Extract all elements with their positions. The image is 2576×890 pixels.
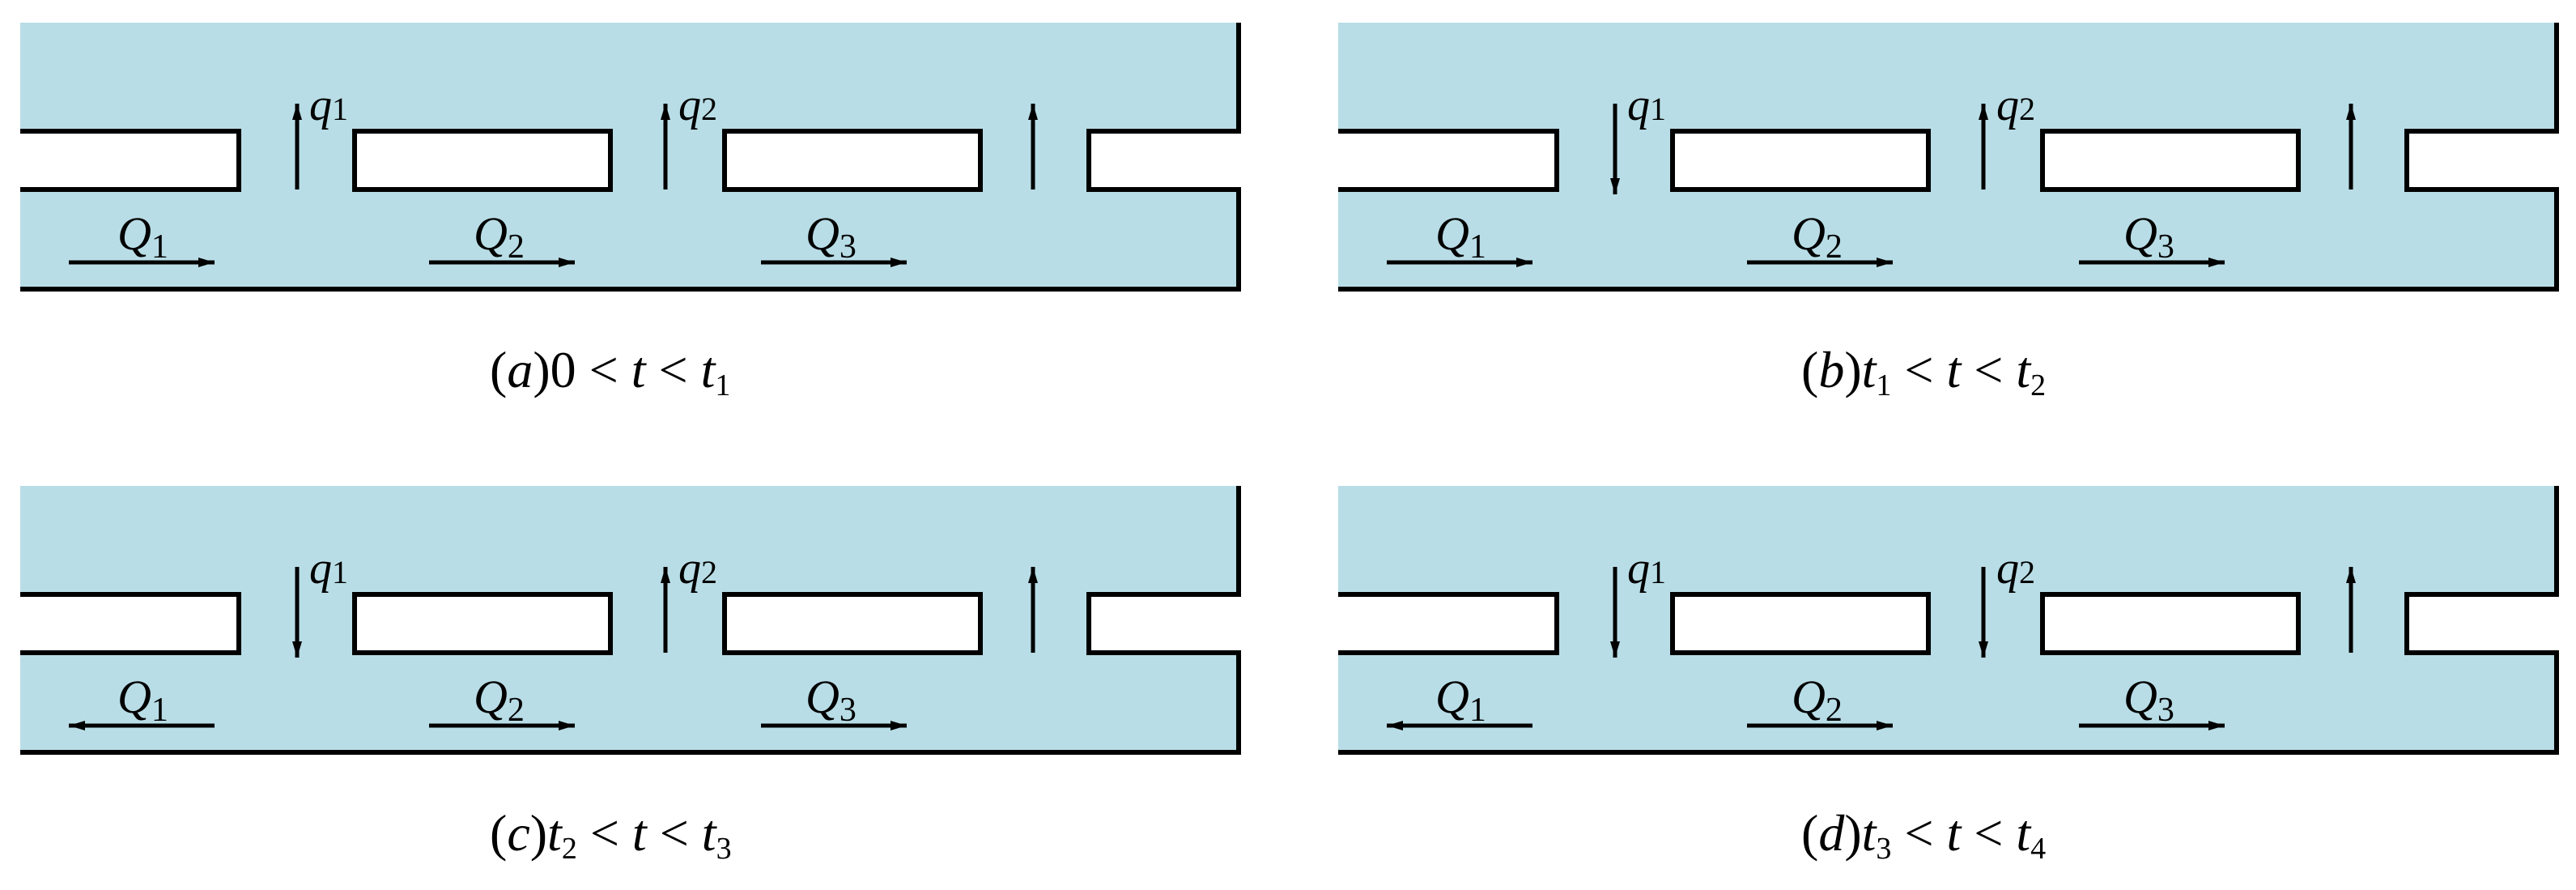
right-stub	[2407, 134, 2557, 189]
right-stub	[1089, 597, 1239, 653]
caption-b: (b)t1 < t < t2	[1801, 341, 2047, 402]
left-stub	[1338, 134, 1557, 189]
block-2-outline	[722, 129, 983, 192]
block-1-outline	[352, 129, 613, 192]
block-1	[355, 594, 610, 653]
left-stub-outline	[20, 592, 241, 655]
block-2	[725, 594, 980, 653]
caption-c: (c)t2 < t < t3	[490, 804, 732, 866]
block-1-outline	[1670, 129, 1931, 192]
caption-d: (d)t3 < t < t4	[1801, 804, 2047, 866]
Q1-label: Q1	[1435, 671, 1486, 729]
left-stub	[1338, 597, 1557, 653]
Q1-label: Q1	[1435, 207, 1486, 266]
block-1	[1673, 594, 1928, 653]
channel-wall	[1338, 486, 2559, 755]
block-2-outline	[2040, 129, 2301, 192]
block-2-outline	[722, 592, 983, 655]
right-stub	[2407, 597, 2557, 653]
channel-wall	[20, 486, 1241, 755]
block-1-outline	[352, 592, 613, 655]
block-1	[355, 131, 610, 189]
left-stub-outline	[20, 129, 241, 192]
block-2	[725, 131, 980, 189]
block-2-outline	[2040, 592, 2301, 655]
left-stub-outline	[1338, 129, 1559, 192]
block-1-outline	[1670, 592, 1931, 655]
Q3-label: Q3	[2123, 671, 2174, 729]
block-2	[2043, 594, 2298, 653]
q1-label: q1	[1627, 80, 1666, 130]
left-stub-outline	[1338, 592, 1559, 655]
channel-wall	[1338, 23, 2559, 292]
block-2	[2043, 131, 2298, 189]
caption-a: (a)0 < t < t1	[490, 341, 731, 402]
left-stub	[20, 597, 239, 653]
block-1	[1673, 131, 1928, 189]
left-stub	[20, 134, 239, 189]
right-stub	[1089, 134, 1239, 189]
channel-wall	[20, 23, 1241, 292]
